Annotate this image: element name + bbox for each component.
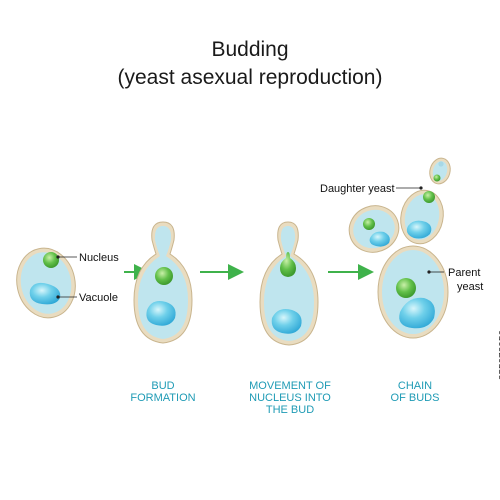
caption-line: OF BUDS	[390, 392, 440, 404]
caption-nucleus-movement: MOVEMENT OF NUCLEUS INTO THE BUD	[240, 380, 340, 416]
caption-line: THE BUD	[265, 404, 315, 416]
cell-chain-of-buds: Daughter yeast Parent yeast	[320, 157, 483, 339]
parent-vacuole	[399, 297, 435, 329]
tip-bud-nucleus	[433, 174, 441, 182]
caption-chain-of-buds: CHAIN OF BUDS	[370, 380, 460, 404]
vacuole-pointer-dot	[56, 295, 60, 299]
vacuole	[29, 282, 61, 305]
caption-line: FORMATION	[130, 392, 196, 404]
label-parent-line1: Parent	[448, 267, 480, 279]
side-bud-vacuole	[369, 231, 390, 247]
parent-pointer-dot	[427, 270, 431, 274]
daughter-nucleus	[423, 191, 435, 203]
side-bud-nucleus	[363, 218, 375, 230]
nucleus	[155, 267, 173, 285]
label-vacuole: Vacuole	[79, 292, 118, 304]
nucleus-pointer-dot	[56, 255, 60, 259]
nucleus	[280, 252, 296, 277]
daughter-vacuole	[406, 220, 432, 239]
tip-bud-vesicle	[438, 161, 444, 167]
side-bud-cytoplasm	[353, 209, 395, 249]
caption-line: BUD	[151, 380, 175, 392]
cell-mature-yeast: Nucleus Vacuole	[16, 247, 119, 319]
vacuole	[146, 301, 176, 326]
vacuole	[271, 309, 302, 334]
caption-line: NUCLEUS INTO	[249, 392, 331, 404]
caption-bud-formation: BUD FORMATION	[118, 380, 208, 404]
diagram-subtitle: (yeast asexual reproduction)	[117, 66, 383, 89]
label-parent-line2: yeast	[457, 281, 483, 293]
label-nucleus: Nucleus	[79, 252, 119, 264]
caption-line: CHAIN	[397, 380, 433, 392]
nucleus	[43, 252, 59, 268]
parent-nucleus	[396, 278, 416, 298]
label-daughter-yeast: Daughter yeast	[320, 183, 395, 195]
caption-line: MOVEMENT OF	[249, 380, 331, 392]
diagram-title: Budding	[211, 38, 289, 61]
cell-bud-formation	[133, 221, 193, 344]
daughter-pointer-dot	[419, 186, 423, 190]
cell-nucleus-movement	[259, 221, 319, 346]
